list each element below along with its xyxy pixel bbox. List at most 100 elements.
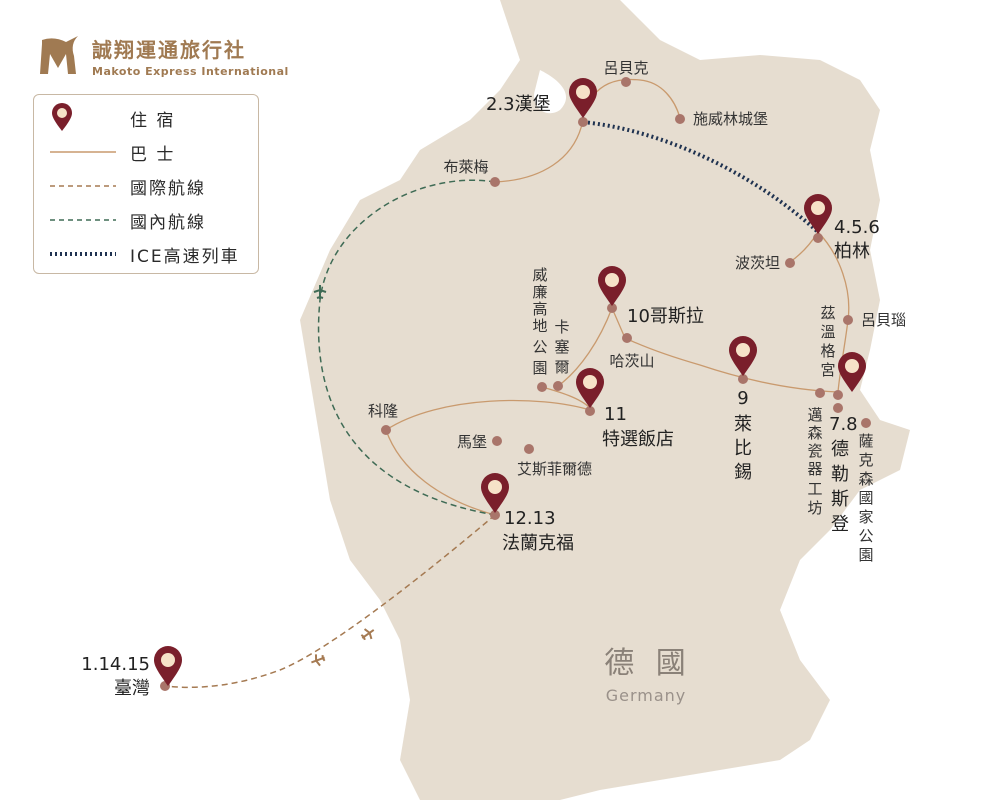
- dot-lubbenau: [843, 315, 853, 325]
- label-zwinger-group: 茲 溫 格 宮: [820, 304, 835, 379]
- label-zwinger-3: 宮: [820, 361, 835, 379]
- dot-goslar: [607, 303, 617, 313]
- label-wilhelmshohe-1: 廉: [532, 283, 547, 301]
- germany-land: [300, 0, 910, 800]
- legend-label-bus: 巴 士: [130, 144, 176, 165]
- dot-leipzig: [738, 374, 748, 384]
- label-saxon-park-0: 薩: [858, 432, 873, 450]
- dot-schwerin: [675, 114, 685, 124]
- label-wilhelmshohe-0: 威: [532, 266, 547, 284]
- label-berlin-days: 4.5.6: [834, 217, 880, 238]
- dot-potsdam: [785, 258, 795, 268]
- label-kassel-0: 卡: [554, 318, 569, 336]
- label-dresden-2: 斯: [831, 489, 849, 510]
- label-hotel: 特選飯店: [602, 429, 674, 450]
- label-wilhelmshohe-4: 公: [532, 338, 547, 356]
- label-dresden-3: 登: [831, 514, 849, 535]
- label-meissen-0: 邁: [807, 406, 822, 424]
- label-leipzig-day: 9: [737, 388, 748, 409]
- dot-dresden: [833, 390, 843, 400]
- label-potsdam: 波茨坦: [735, 254, 780, 272]
- label-saxon-park-1: 克: [858, 451, 873, 469]
- dot-berlin: [813, 233, 823, 243]
- label-saxon-park-5: 公: [858, 527, 873, 545]
- logo-m-icon: [40, 36, 78, 74]
- legend-item-lodging: 住 宿: [48, 103, 175, 133]
- legend-item-bus: 巴 士: [48, 137, 175, 167]
- brand-name: 誠翔運通旅行社: [92, 38, 246, 62]
- map-pin-icon: [481, 473, 509, 513]
- map-pin-icon: [729, 336, 757, 376]
- label-wilhelmshohe-3: 地: [532, 317, 547, 335]
- label-wilhelmshohe-5: 園: [532, 359, 547, 377]
- legend: 住 宿 巴 士 國際航線 國內航線 ICE高速列車: [33, 94, 259, 274]
- dot-wilhelmshohe: [537, 382, 547, 392]
- label-kassel-group: 卡 塞 爾: [554, 318, 569, 376]
- map-pin-icon: [569, 78, 597, 118]
- dot-saxon-park: [861, 418, 871, 428]
- label-saxon-park-2: 森: [858, 470, 873, 488]
- label-frankfurt: 法蘭克福: [502, 533, 574, 554]
- country-name: 德 國: [604, 646, 692, 681]
- label-wilhelmshohe-group: 威 廉 高 地 公 園: [532, 266, 547, 377]
- country-name-en: Germany: [606, 686, 687, 705]
- map-pin-icon: [804, 194, 832, 234]
- label-hotel-day: 11: [604, 404, 627, 425]
- dot-eisfeld: [524, 444, 534, 454]
- bus-route-goslar-kassel: [557, 307, 613, 387]
- legend-label-ice: ICE高速列車: [130, 246, 240, 267]
- label-meissen-5: 坊: [807, 499, 822, 517]
- airplane-icon: [311, 654, 326, 667]
- map-pin-icon: [838, 352, 866, 392]
- label-lubeck: 呂貝克: [603, 59, 648, 77]
- dot-hotel: [585, 406, 595, 416]
- label-marburg: 馬堡: [457, 433, 487, 451]
- label-dresden-day: 7.8: [829, 414, 858, 435]
- bus-route-cologne-frankfurt: [385, 429, 496, 516]
- map-pin-icon: [598, 266, 626, 306]
- legend-label-intl-flight: 國際航線: [130, 178, 206, 199]
- dot-frankfurt: [490, 510, 500, 520]
- label-saxon-park-group: 薩 克 森 國 家 公 園: [858, 432, 873, 564]
- bus-route-dresden-leipzig-goslar: [611, 307, 839, 393]
- label-schwerin: 施威林城堡: [693, 110, 768, 128]
- label-kassel-2: 爾: [554, 358, 569, 376]
- label-saxon-park-6: 園: [858, 546, 873, 564]
- dot-marburg: [492, 436, 502, 446]
- label-frankfurt-day: 12.13: [504, 508, 556, 529]
- bus-line-icon: [50, 151, 116, 153]
- label-leipzig-0: 萊: [734, 414, 752, 435]
- bus-route-hotel-cologne: [385, 399, 591, 431]
- label-meissen-2: 瓷: [807, 442, 822, 460]
- domestic-flight-route: [317, 179, 496, 516]
- dot-hamelin: [622, 333, 632, 343]
- label-saxon-park-4: 家: [858, 508, 873, 526]
- label-kassel-1: 塞: [554, 338, 569, 356]
- label-dresden-1: 勒: [831, 464, 849, 485]
- label-hamburg: 2.3漢堡: [486, 94, 551, 115]
- label-zwinger-1: 溫: [820, 323, 835, 341]
- coast-inlet: [534, 70, 567, 114]
- label-leipzig-2: 錫: [734, 462, 752, 483]
- ice-train-line-icon: [50, 252, 116, 256]
- legend-item-domestic-flight: 國內航線: [48, 205, 206, 235]
- label-lubbenau: 呂貝瑙: [861, 311, 906, 329]
- dot-bremen: [490, 177, 500, 187]
- place-dots: [160, 77, 871, 691]
- dot-kassel: [553, 381, 563, 391]
- legend-label-lodging: 住 宿: [130, 110, 176, 131]
- label-zwinger-2: 格: [820, 342, 835, 360]
- intl-flight-route: [164, 514, 496, 689]
- label-meissen-group: 邁 森 瓷 器 工 坊: [807, 406, 822, 517]
- label-goslar: 10哥斯拉: [627, 306, 704, 327]
- label-hamelin: 哈茨山: [609, 352, 654, 370]
- label-zwinger-0: 茲: [820, 304, 835, 322]
- label-taiwan: 臺灣: [114, 678, 150, 699]
- dot-cologne: [381, 425, 391, 435]
- label-dresden-0: 德: [831, 439, 849, 460]
- dot-zwinger: [815, 388, 825, 398]
- brand-logo: 誠翔運通旅行社 Makoto Express International: [34, 34, 289, 78]
- dot-lubeck: [621, 77, 631, 87]
